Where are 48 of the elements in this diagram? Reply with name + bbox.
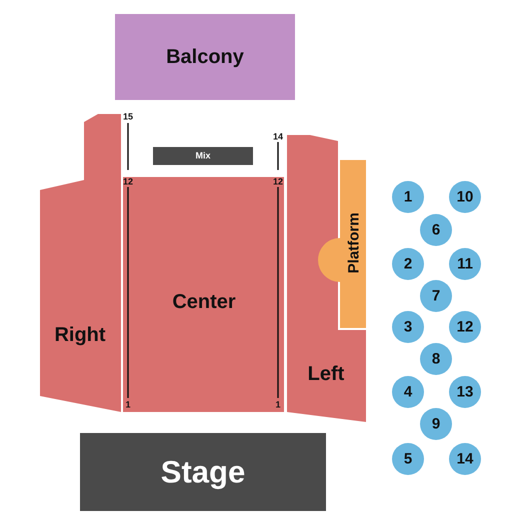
stage-area <box>80 433 326 511</box>
section-label: Balcony <box>166 47 244 67</box>
table-number: 2 <box>404 256 412 272</box>
table-number: 4 <box>404 384 412 400</box>
row-number: 1 <box>126 400 130 410</box>
table-circle <box>392 443 424 475</box>
table-circle <box>392 248 424 280</box>
table-circle <box>449 181 481 213</box>
seating-section <box>40 114 121 412</box>
balcony-section <box>115 14 295 100</box>
row-number: 15 <box>123 112 133 122</box>
table-circle <box>449 311 481 343</box>
table-number: 3 <box>404 320 412 334</box>
table-number: 9 <box>432 416 440 432</box>
table-circle <box>420 280 452 312</box>
table-number: 7 <box>432 288 440 304</box>
table-number: 6 <box>432 222 440 238</box>
table-number: 10 <box>456 190 474 204</box>
row-number: 12 <box>273 178 283 186</box>
table-number: 8 <box>432 352 440 366</box>
table-circle <box>392 181 424 213</box>
row-number: 14 <box>273 132 283 142</box>
platform-area <box>318 160 366 328</box>
section-label: Right <box>54 325 106 345</box>
table-number: 11 <box>457 256 473 272</box>
table-circle <box>449 376 481 408</box>
row-number: 1 <box>276 400 280 410</box>
seating-section <box>123 177 284 412</box>
table-circle <box>420 408 452 440</box>
table-circle <box>420 214 452 246</box>
mix-booth <box>153 147 253 165</box>
stage-label: Stage <box>160 456 246 488</box>
section-label: Left <box>308 364 344 384</box>
table-circle <box>392 376 424 408</box>
table-number: 13 <box>456 384 474 400</box>
row-number: 12 <box>123 178 133 186</box>
table-number: 1 <box>404 190 412 204</box>
platform-label: Platform <box>346 212 362 274</box>
table-number: 12 <box>456 320 474 334</box>
table-number: 5 <box>404 452 412 466</box>
table-circle <box>449 443 481 475</box>
table-number: 14 <box>456 452 474 466</box>
table-circle <box>420 343 452 375</box>
table-circle <box>449 248 481 280</box>
booth-label: Mix <box>196 152 210 160</box>
section-label: Center <box>172 292 236 312</box>
table-circle <box>392 311 424 343</box>
seating-section <box>287 135 366 422</box>
